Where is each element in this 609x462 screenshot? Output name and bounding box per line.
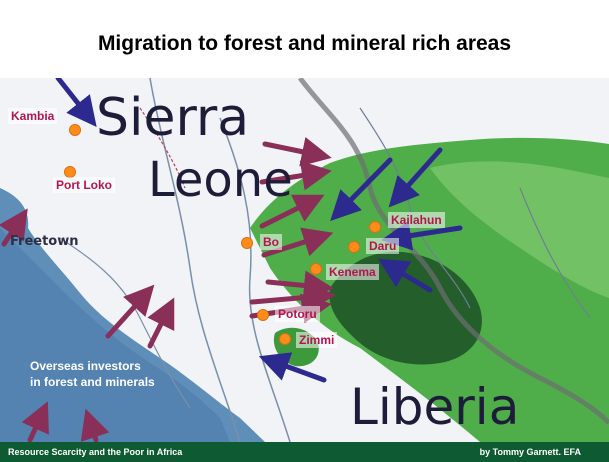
ocean-shallow	[0, 228, 230, 442]
title-bar: Migration to forest and mineral rich are…	[0, 0, 609, 80]
river-4	[359, 107, 471, 309]
town-dot-kenema	[310, 263, 322, 275]
town-label-zimmi: Zimmi	[296, 332, 338, 348]
river-3	[59, 237, 191, 409]
arrow-investor-6	[258, 352, 327, 383]
arrow-migration-12	[80, 408, 110, 442]
town-label-bo: Bo	[260, 234, 282, 250]
slide-title: Migration to forest and mineral rich are…	[97, 32, 512, 55]
investors-annotation-line-1: Overseas investors	[30, 359, 141, 373]
footer-left-text: Resource Scarcity and the Poor in Africa	[8, 447, 183, 457]
town-label-daru: Daru	[366, 238, 400, 254]
town-dot-zimmi	[279, 333, 291, 345]
arrow-investor-3	[388, 147, 443, 208]
town-dot-daru	[348, 241, 360, 253]
city-label-freetown: Freetown	[10, 234, 79, 249]
country-label-leone: Leone	[148, 152, 293, 208]
arrow-migration-10	[0, 208, 28, 247]
footer-bar: Resource Scarcity and the Poor in Africa…	[0, 442, 609, 462]
town-dot-potoru	[257, 309, 269, 321]
forest-light	[430, 161, 609, 298]
river-1	[149, 78, 241, 442]
arrow-migration-2	[259, 160, 332, 191]
town-label-kenema: Kenema	[326, 264, 379, 280]
town-label-kambia: Kambia	[8, 108, 58, 124]
investors-annotation-line-2: in forest and minerals	[30, 375, 155, 389]
town-label-potoru: Potoru	[275, 306, 320, 322]
arrow-migration-9	[147, 297, 175, 349]
country-label-sierra: Sierra	[96, 88, 250, 148]
arrow-migration-4	[261, 227, 334, 258]
town-label-port-loko: Port Loko	[53, 177, 115, 193]
investors-annotation: Overseas investors in forest and mineral…	[30, 358, 155, 390]
arrow-investor-4	[381, 220, 463, 251]
town-label-kailahun: Kailahun	[388, 212, 445, 228]
river-2	[219, 117, 291, 442]
arrow-investor-2	[330, 157, 393, 221]
town-dot-kailahun	[369, 221, 381, 233]
river-5	[519, 187, 591, 319]
arrow-migration-8	[105, 284, 155, 339]
arrow-migration-1	[262, 137, 332, 167]
arrow-investor-1	[55, 78, 97, 127]
arrow-migration-11	[21, 401, 49, 442]
town-dot-bo	[241, 237, 253, 249]
footer-right-text: by Tommy Garnett. EFA	[479, 447, 581, 457]
country-label-liberia: Liberia	[350, 378, 520, 436]
town-dot-kambia	[69, 124, 81, 136]
border-line	[298, 78, 609, 425]
arrow-investor-5	[377, 258, 433, 293]
road-red	[139, 107, 186, 189]
arrow-migration-3	[259, 194, 325, 229]
